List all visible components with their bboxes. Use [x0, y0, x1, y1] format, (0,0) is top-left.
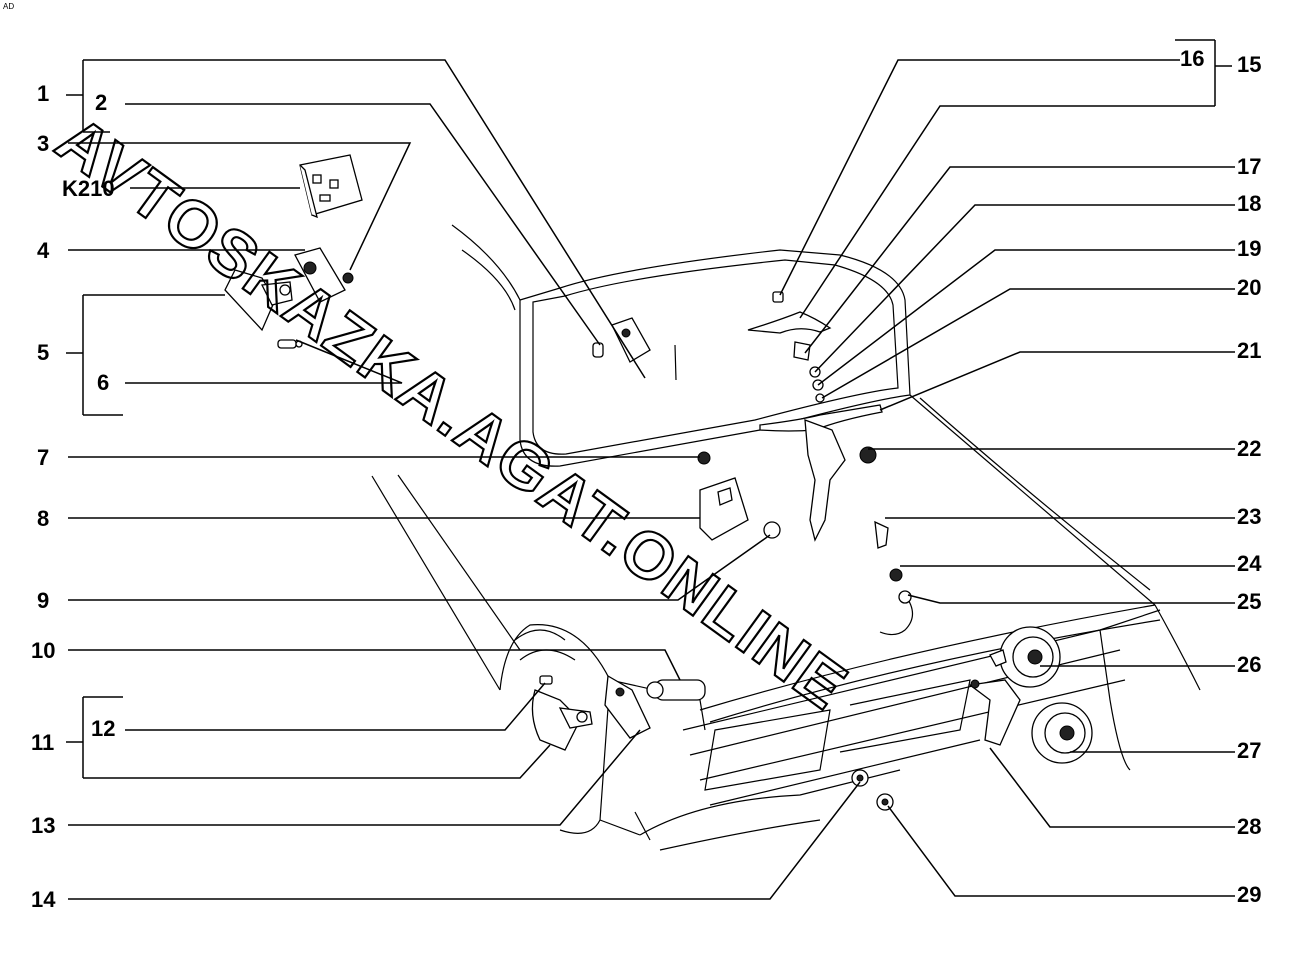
callout-11: 11 [31, 730, 54, 755]
callout-12: 12 [91, 716, 115, 741]
callout-8: 8 [37, 506, 49, 531]
callout-24: 24 [1237, 551, 1262, 576]
corner-mark: AD [3, 2, 14, 11]
callout-4: 4 [37, 238, 50, 263]
part-horn-bracket-28 [968, 679, 1021, 746]
callout-21: 21 [1237, 338, 1261, 363]
part-nuts-14-29 [851, 769, 894, 811]
callout-6: 6 [97, 370, 109, 395]
callout-29: 29 [1237, 882, 1261, 907]
callout-22: 22 [1237, 436, 1261, 461]
callout-13: 13 [31, 813, 55, 838]
callout-26: 26 [1237, 652, 1261, 677]
callout-10: 10 [31, 638, 55, 663]
callout-k210: K210 [62, 176, 115, 201]
callout-1: 1 [37, 81, 49, 106]
callout-5: 5 [37, 340, 49, 365]
leader-lines [66, 39, 1235, 900]
callout-7: 7 [37, 445, 49, 470]
part-horn-27 [1031, 702, 1093, 764]
callout-9: 9 [37, 588, 49, 613]
callout-18: 18 [1237, 191, 1261, 216]
part-washer-motor-8 [697, 451, 781, 541]
callout-15: 15 [1237, 52, 1261, 77]
part-side-repeater-5 [224, 269, 293, 332]
part-relay-k210 [299, 154, 363, 219]
callout-25: 25 [1237, 589, 1261, 614]
callouts-right: 15 16 17 18 19 20 21 22 23 24 25 26 27 2… [1180, 46, 1262, 907]
part-socket-4 [294, 247, 354, 303]
callout-3: 3 [37, 131, 49, 156]
callouts-left: 1 2 3 K210 4 5 6 7 8 9 10 11 12 13 14 [31, 81, 115, 912]
callout-28: 28 [1237, 814, 1261, 839]
callout-17: 17 [1237, 154, 1261, 179]
part-horn-26 [989, 626, 1061, 688]
callout-2: 2 [95, 90, 107, 115]
callout-14: 14 [31, 887, 56, 912]
part-socket-2 [592, 317, 651, 363]
callout-19: 19 [1237, 236, 1261, 261]
part-grommet-10-13 [604, 674, 706, 739]
callout-20: 20 [1237, 275, 1261, 300]
part-side-light-11 [531, 675, 593, 751]
watermark: AVTOSKAZKA.AGAT.ONLINE [44, 101, 862, 723]
callout-23: 23 [1237, 504, 1261, 529]
car-body-outline [371, 224, 1201, 851]
part-wiper-assembly [747, 291, 914, 636]
callout-16: 16 [1180, 46, 1204, 71]
callout-27: 27 [1237, 738, 1261, 763]
